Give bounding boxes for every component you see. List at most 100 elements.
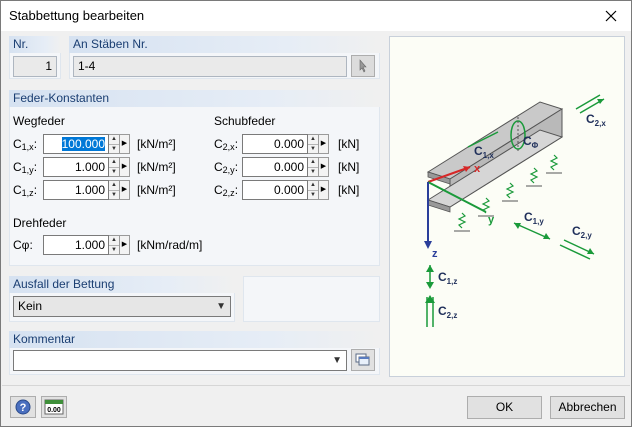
x-axis-label: x <box>474 163 481 175</box>
help-icon: ? <box>15 399 31 415</box>
c1x-input[interactable]: 100.000 <box>43 134 109 154</box>
c1y-label: C1,y: <box>13 160 38 175</box>
c2z-label: C2,z: <box>214 183 239 198</box>
c2y-label: C2,y: <box>214 160 239 175</box>
down-arrow-icon: ▼ <box>310 146 316 152</box>
svg-text:C1,y: C1,y <box>524 210 544 226</box>
units-button[interactable]: 0.00 <box>41 396 67 418</box>
units-decimal-icon: 0.00 <box>44 399 64 415</box>
menu-arrow-icon[interactable]: ▶ <box>120 235 130 255</box>
shear-title: Schubfeder <box>214 114 276 128</box>
c2y-spinner[interactable]: 0.000 ▲▼ ▶ <box>242 157 329 177</box>
nr-group: Nr. 1 <box>9 36 61 79</box>
c2x-unit: [kN] <box>338 137 360 151</box>
c1y-input[interactable]: 1.000 <box>43 157 109 177</box>
svg-text:C2,y: C2,y <box>572 224 592 240</box>
up-arrow-icon: ▲ <box>109 181 119 191</box>
window-title: Stabbettung bearbeiten <box>9 8 145 23</box>
close-icon <box>605 10 617 22</box>
beam-elastic-support-drawing: x y z C1,x CΦ C2,x C1,y <box>424 94 606 327</box>
members-header: An Stäben Nr. <box>69 36 380 53</box>
menu-arrow-icon[interactable]: ▶ <box>120 157 130 177</box>
svg-text:C1,x: C1,x <box>474 144 494 160</box>
c2z-spinner[interactable]: 0.000 ▲▼ ▶ <box>242 180 329 200</box>
c2x-spinner[interactable]: 0.000 ▲▼ ▶ <box>242 134 329 154</box>
pick-cursor-icon <box>359 59 367 73</box>
svg-text:C2,x: C2,x <box>586 112 606 128</box>
cphi-spinner[interactable]: 1.000 ▲▼ ▶ <box>43 235 130 255</box>
svg-text:?: ? <box>20 402 27 414</box>
failure-header: Ausfall der Bettung <box>9 276 235 293</box>
members-group: An Stäben Nr. 1-4 <box>69 36 380 79</box>
spring-icons <box>457 154 559 229</box>
down-arrow-icon: ▼ <box>310 192 316 198</box>
comment-group: Kommentar ▼ <box>9 331 380 375</box>
down-arrow-icon: ▼ <box>111 169 117 175</box>
failure-group: Ausfall der Bettung Kein ▼ <box>9 276 235 322</box>
c2z-unit: [kN] <box>338 183 360 197</box>
nr-value: 1 <box>13 56 57 77</box>
cphi-input[interactable]: 1.000 <box>43 235 109 255</box>
spring-constants-group: Feder-Konstanten Wegfeder C1,x: 100.000 … <box>9 90 380 266</box>
c1x-label: C1,x: <box>13 137 38 152</box>
up-arrow-icon: ▲ <box>109 135 119 145</box>
up-arrow-icon: ▲ <box>109 158 119 168</box>
copy-windows-icon <box>355 353 370 366</box>
cphi-label: Cφ: <box>13 238 33 252</box>
failure-selected: Kein <box>18 299 43 313</box>
spring-constants-header: Feder-Konstanten <box>9 90 380 107</box>
c2x-input[interactable]: 0.000 <box>242 134 308 154</box>
c1z-label: C1,z: <box>13 183 38 198</box>
c2y-input[interactable]: 0.000 <box>242 157 308 177</box>
menu-arrow-icon[interactable]: ▶ <box>120 180 130 200</box>
svg-text:0.00: 0.00 <box>47 407 61 414</box>
comment-select[interactable]: ▼ <box>13 350 347 371</box>
comment-library-button[interactable] <box>351 349 375 371</box>
up-arrow-icon: ▲ <box>308 158 318 168</box>
help-button[interactable]: ? <box>10 396 36 418</box>
c2y-unit: [kN] <box>338 160 360 174</box>
failure-select[interactable]: Kein ▼ <box>13 296 231 317</box>
menu-arrow-icon[interactable]: ▶ <box>120 134 130 154</box>
down-arrow-icon: ▼ <box>111 192 117 198</box>
down-arrow-icon: ▼ <box>111 146 117 152</box>
c1y-spinner[interactable]: 1.000 ▲▼ ▶ <box>43 157 130 177</box>
up-arrow-icon: ▲ <box>109 236 119 246</box>
cphi-unit: [kNm/rad/m] <box>137 238 203 252</box>
members-field: 1-4 <box>73 56 347 77</box>
title-bar: Stabbettung bearbeiten <box>1 1 631 31</box>
menu-arrow-icon[interactable]: ▶ <box>319 157 329 177</box>
menu-arrow-icon[interactable]: ▶ <box>319 180 329 200</box>
info-panel <box>243 276 380 322</box>
c2z-input[interactable]: 0.000 <box>242 180 308 200</box>
c1x-unit: [kN/m²] <box>137 137 176 151</box>
svg-text:C1,z: C1,z <box>438 270 457 286</box>
translational-title: Wegfeder <box>13 114 65 128</box>
cancel-button[interactable]: Abbrechen <box>550 396 625 419</box>
footer-divider <box>2 385 630 386</box>
ok-button[interactable]: OK <box>467 396 542 419</box>
up-arrow-icon: ▲ <box>308 135 318 145</box>
nr-header: Nr. <box>9 36 61 53</box>
chevron-down-icon: ▼ <box>216 301 226 312</box>
down-arrow-icon: ▼ <box>310 169 316 175</box>
rotational-title: Drehfeder <box>13 216 67 230</box>
pick-members-button[interactable] <box>351 55 375 77</box>
y-axis-label: y <box>488 214 495 226</box>
svg-text:CΦ: CΦ <box>523 134 539 150</box>
c1z-spinner[interactable]: 1.000 ▲▼ ▶ <box>43 180 130 200</box>
menu-arrow-icon[interactable]: ▶ <box>319 134 329 154</box>
up-arrow-icon: ▲ <box>308 181 318 191</box>
chevron-down-icon: ▼ <box>332 355 342 366</box>
c1z-unit: [kN/m²] <box>137 183 176 197</box>
c1z-input[interactable]: 1.000 <box>43 180 109 200</box>
c1x-spinner[interactable]: 100.000 ▲▼ ▶ <box>43 134 130 154</box>
c1y-unit: [kN/m²] <box>137 160 176 174</box>
c2x-label: C2,x: <box>214 137 239 152</box>
svg-text:C2,z: C2,z <box>438 304 457 320</box>
close-button[interactable] <box>591 1 631 31</box>
comment-header: Kommentar <box>9 331 380 348</box>
down-arrow-icon: ▼ <box>111 247 117 253</box>
support-diagram: x y z C1,x CΦ C2,x C1,y <box>389 36 625 377</box>
